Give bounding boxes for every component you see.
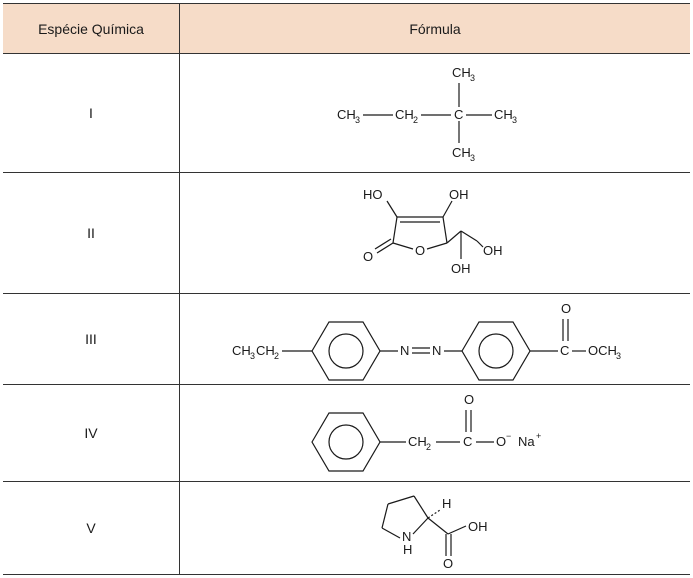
structure-iii: CH 3 CH 2 N N C <box>232 301 621 381</box>
bond <box>446 230 462 244</box>
ch3-right-label: CH <box>494 107 513 122</box>
benzene-ring <box>311 412 381 472</box>
ch3-bottom-label: CH <box>452 145 471 160</box>
table-row: I CH 3 CH 2 C CH 3 CH 3 CH <box>3 53 690 173</box>
carbonyl-o-label: O <box>363 249 373 264</box>
bond <box>392 242 414 250</box>
bond <box>386 200 398 218</box>
bond <box>381 503 389 529</box>
formula-cell: CH 3 CH 2 N N C <box>179 293 690 385</box>
quaternary-c-label: C <box>454 107 463 122</box>
bond <box>476 240 484 248</box>
ho-left-label: HO <box>363 187 383 202</box>
table-row: II HO OH O O <box>3 172 690 294</box>
o-minus-label: O <box>496 434 506 449</box>
ch3-bottom-sub: 3 <box>470 153 475 163</box>
n-label: N <box>402 529 411 544</box>
species-column-header: Espécie Química <box>3 3 180 54</box>
bond <box>460 230 478 242</box>
o-label: O <box>443 556 453 571</box>
ring-o-label: O <box>415 243 425 258</box>
aromatic-circle <box>478 333 514 369</box>
nh-label: H <box>403 542 412 557</box>
minus-charge: − <box>506 431 511 441</box>
formula-cell: HO OH O O <box>179 172 690 294</box>
carbonyl-c-label: C <box>560 343 569 358</box>
formula-cell: CH 2 C O O − Na + <box>179 384 690 482</box>
formula-column-header: Fórmula <box>179 3 690 54</box>
formula-cell: N H H OH O <box>179 481 690 575</box>
bond <box>387 495 415 505</box>
benzene-ring <box>461 321 531 381</box>
ch2-label: CH <box>408 434 427 449</box>
oh-right-label: OH <box>483 243 503 258</box>
carbonyl-o-label: O <box>464 392 474 407</box>
species-id: I <box>3 53 180 173</box>
species-id: III <box>3 293 180 385</box>
bond <box>442 216 448 244</box>
bond <box>427 517 449 535</box>
ethyl-ch3: CH <box>232 343 251 358</box>
aromatic-circle <box>328 424 364 460</box>
bond <box>412 517 429 535</box>
n2-label: N <box>432 343 441 358</box>
structure-v: N H H OH O <box>381 495 488 571</box>
ch3-right-sub: 3 <box>512 115 517 125</box>
chemical-species-table: Espécie Química Fórmula I CH 3 CH 2 C CH… <box>3 3 690 575</box>
carboxylate-c-label: C <box>463 434 472 449</box>
bond <box>426 242 448 250</box>
structure-iv: CH 2 C O O − Na + <box>311 392 541 472</box>
structure-ii: HO OH O O <box>363 187 503 276</box>
table-row: IV CH 2 C O O − Na + <box>3 384 690 482</box>
na-label: Na <box>518 434 535 449</box>
ch2-sub: 2 <box>413 115 418 125</box>
n1-label: N <box>400 343 409 358</box>
ch3-top-label: CH <box>452 65 471 80</box>
header-row: Espécie Química Fórmula <box>3 3 690 54</box>
oh-top-label: OH <box>449 187 469 202</box>
ch3-left-sub: 3 <box>355 115 360 125</box>
ethyl-sub1: 3 <box>250 351 255 361</box>
carbonyl-o-label: O <box>561 301 571 316</box>
ch2-sub: 2 <box>426 442 431 452</box>
oh-label: OH <box>468 519 488 534</box>
double-bond <box>374 238 392 250</box>
bond <box>413 495 429 519</box>
ethyl-ch2: CH <box>256 343 275 358</box>
bond <box>442 200 453 218</box>
benzene-ring <box>311 321 381 381</box>
bond <box>392 216 398 244</box>
structure-i: CH 3 CH 2 C CH 3 CH 3 CH 3 <box>337 65 517 163</box>
bond <box>381 527 401 539</box>
aromatic-circle <box>328 333 364 369</box>
och3-sub: 3 <box>616 351 621 361</box>
och3-label: OCH <box>588 343 617 358</box>
plus-charge: + <box>536 431 541 441</box>
bond <box>447 525 467 535</box>
ethyl-sub2: 2 <box>274 351 279 361</box>
formula-cell: CH 3 CH 2 C CH 3 CH 3 CH 3 <box>179 53 690 173</box>
oh-bottom-label: OH <box>451 261 471 276</box>
species-id: V <box>3 481 180 575</box>
species-id: IV <box>3 384 180 482</box>
hashed-bond <box>427 509 441 519</box>
ch3-left-label: CH <box>337 107 356 122</box>
table-row: V N H H OH O <box>3 481 690 575</box>
ch3-top-sub: 3 <box>470 73 475 83</box>
h-label: H <box>442 496 451 511</box>
table-row: III CH 3 CH 2 N N <box>3 293 690 385</box>
bond <box>376 242 394 254</box>
species-id: II <box>3 172 180 294</box>
ch2-label: CH <box>395 107 414 122</box>
